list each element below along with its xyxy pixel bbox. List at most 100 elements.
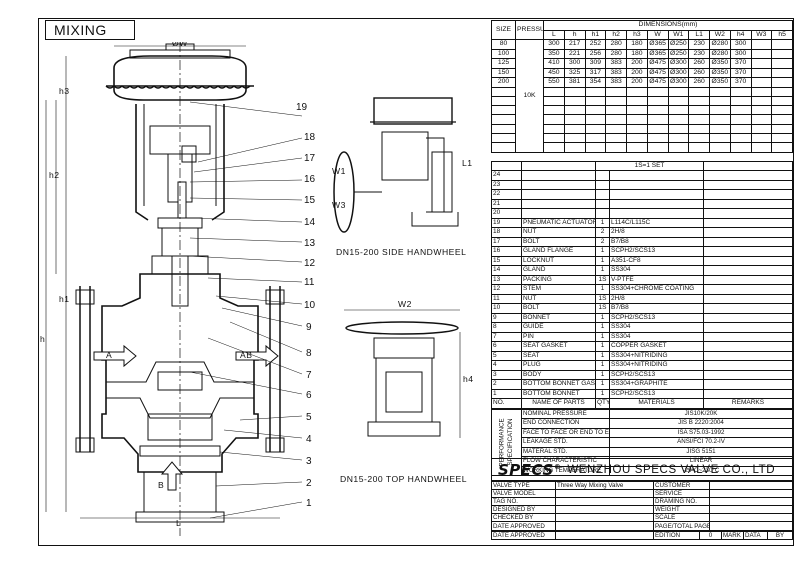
part-no: 8: [491, 322, 522, 333]
spec-label: NOMINAL PRESSURE: [521, 408, 610, 420]
dim-col-header: h4: [729, 29, 752, 40]
title-block-cell: [555, 513, 654, 523]
dim-cell: 300: [543, 39, 565, 50]
part-material: V-PTFE: [609, 274, 704, 286]
flow-label-b: B: [158, 480, 164, 490]
dim-cell: Ø300: [667, 67, 690, 78]
dim-col-header: L: [543, 29, 565, 40]
parts-header-remarks: REMARKS: [703, 398, 793, 409]
dim-size-cell: 100: [491, 48, 516, 59]
part-name: BOTTOM BONNET GASKET: [521, 379, 596, 390]
part-name: NUT: [521, 293, 596, 305]
part-qty: 1S: [595, 293, 610, 305]
part-material: 2H/8: [609, 227, 704, 238]
part-qty: 1: [595, 284, 610, 295]
dim-cell: 309: [584, 58, 607, 69]
part-material: SS304+NITRIDING: [609, 360, 704, 371]
callout-1: 1: [306, 498, 312, 509]
dim-l1: L1: [462, 158, 473, 168]
dim-h3: h3: [59, 86, 70, 96]
dim-col-header: h3: [626, 29, 648, 40]
dim-cell: 217: [563, 39, 586, 50]
dim-cell: 410: [543, 58, 565, 69]
part-qty: 1: [595, 331, 610, 343]
part-name: GUIDE: [521, 322, 596, 333]
part-name: [521, 208, 596, 219]
page-title: MIXING: [45, 20, 135, 40]
part-no: 6: [491, 341, 522, 352]
title-block-cell: [709, 489, 793, 499]
dim-cell: [750, 48, 773, 59]
spec-label: MATERAL STD.: [521, 446, 610, 458]
part-no: 11: [491, 293, 522, 305]
list-item: 24: [491, 170, 793, 181]
dim-cell: 252: [584, 39, 607, 50]
part-qty: 1: [595, 312, 610, 324]
side-handwheel-caption: DN15-200 SIDE HANDWHEEL: [336, 247, 466, 257]
part-material: 2H/8: [609, 293, 704, 305]
part-name: GLAND: [521, 265, 596, 276]
callout-11: 11: [304, 277, 315, 288]
dim-cell: 370: [729, 77, 752, 88]
part-no: 23: [491, 179, 522, 191]
part-name: STEM: [521, 284, 596, 295]
dim-cell: 230: [688, 39, 710, 50]
dim-col-header: h2: [605, 29, 627, 40]
part-qty: 1: [595, 265, 610, 276]
part-name: SEAT GASKET: [521, 341, 596, 352]
title-block-cell: WEIGHT: [653, 505, 710, 515]
pressure-cell: 10K: [515, 39, 544, 153]
right-panel: SIZE PRESSURE DIMENSIONS(mm) Lhh1h2h3WW1…: [491, 20, 793, 477]
spec-value: ISA S75.03-1992: [609, 427, 793, 439]
part-material: [609, 208, 704, 219]
part-qty: 1: [595, 360, 610, 371]
part-qty: 1: [595, 369, 610, 381]
title-block-cell: DATE APPROVED: [491, 521, 556, 531]
part-material: SCPH2/SCS13: [609, 312, 704, 324]
part-no: 10: [491, 303, 522, 314]
part-no: 5: [491, 350, 522, 362]
company-banner: SPECS® WENZHOU SPECS VALVE CO., LTD: [491, 458, 793, 481]
flow-label-ab: AB: [240, 350, 252, 360]
part-no: 17: [491, 236, 522, 248]
dim-size-cell: 80: [491, 39, 516, 50]
part-name: PLUG: [521, 360, 596, 371]
part-qty: [595, 179, 610, 191]
part-qty: 1: [595, 246, 610, 257]
spec-value: JIS B 2220:2004: [609, 418, 793, 429]
part-name: BOLT: [521, 236, 596, 248]
spec-value: JIS10K/20K: [609, 408, 793, 420]
dim-l: L: [176, 518, 181, 528]
title-block-cell: [709, 513, 793, 523]
dim-col-header: h5: [771, 29, 793, 40]
callout-13: 13: [304, 238, 316, 249]
title-block-cell: TAG NO.: [491, 497, 556, 507]
spec-row: MATERAL STD.JISG 5151: [492, 446, 793, 458]
spec-row: LEAKAGE STD.ANSI/FCI 70.2-IV: [492, 437, 793, 448]
part-no: 15: [491, 255, 522, 267]
part-no: 3: [491, 369, 522, 381]
callout-4: 4: [306, 434, 312, 445]
dim-col-header: h1: [584, 29, 607, 40]
dim-cell: Ø475: [646, 58, 669, 69]
part-name: BOLT: [521, 303, 596, 314]
actuator-housing: [113, 55, 247, 101]
dim-cell: 260: [688, 77, 710, 88]
spec-row: WORKING TEMPERATURE-29°C~230°C: [492, 465, 793, 477]
dim-cell: 180: [626, 39, 648, 50]
callout-10: 10: [304, 300, 316, 311]
callout-17: 17: [304, 153, 316, 164]
